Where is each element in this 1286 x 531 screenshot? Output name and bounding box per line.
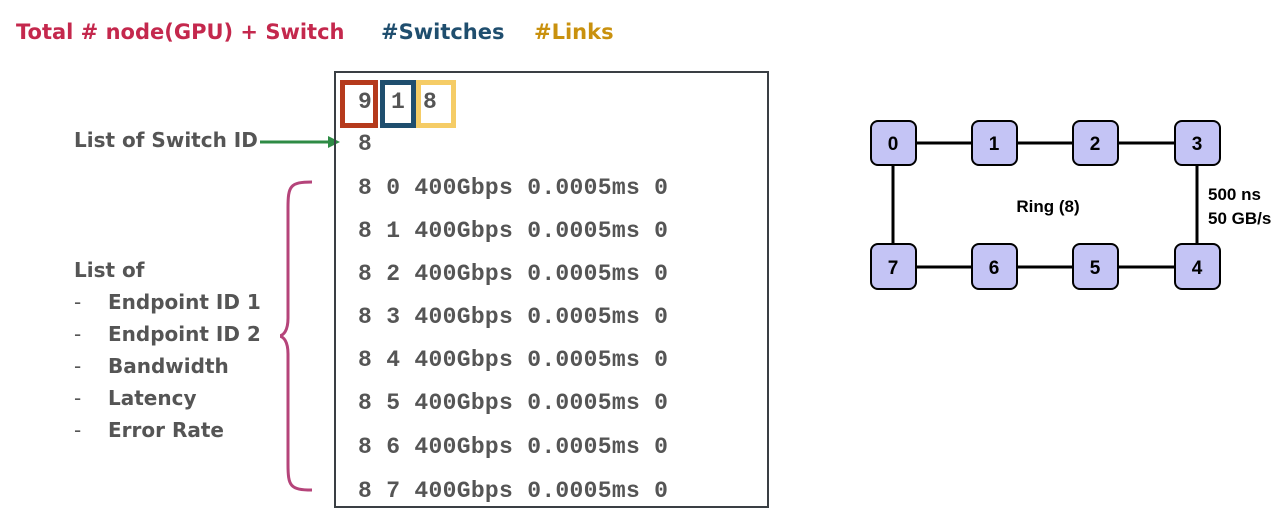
link-count-highlight — [416, 80, 456, 128]
link-line: 8 5 400Gbps 0.0005ms 0 — [358, 390, 669, 416]
node-count-value: 9 — [358, 89, 373, 115]
node-box — [971, 120, 1018, 166]
node-label: 6 — [989, 258, 1000, 279]
bottom-row-nodes: 7 6 5 4 — [870, 243, 1221, 290]
node-label: 4 — [1192, 258, 1203, 279]
switches-legend: #Switches — [381, 20, 505, 44]
ring-topology-diagram: 0 1 2 3 7 6 5 4 Ring (8) 500 ns 50 GB/s — [870, 120, 1271, 290]
node-box — [870, 243, 917, 290]
link-line: 8 6 400Gbps 0.0005ms 0 — [358, 434, 669, 460]
node-label: 7 — [888, 258, 899, 279]
link-count-value: 8 — [423, 89, 438, 115]
links-legend: #Links — [534, 20, 614, 44]
node-label: 1 — [989, 134, 1000, 155]
total-nodes-legend: Total # node(GPU) + Switch — [16, 20, 345, 44]
link-line: 8 4 400Gbps 0.0005ms 0 — [358, 347, 669, 373]
dash: - — [74, 386, 82, 410]
field-bandwidth: Bandwidth — [108, 354, 229, 378]
node-box — [1174, 243, 1221, 290]
list-of-label: List of — [74, 258, 145, 282]
field-error-rate: Error Rate — [108, 418, 224, 442]
link-line: 8 1 400Gbps 0.0005ms 0 — [358, 218, 669, 244]
link-line: 8 2 400Gbps 0.0005ms 0 — [358, 261, 669, 287]
node-count-highlight — [340, 80, 378, 128]
top-row-nodes: 0 1 2 3 — [870, 120, 1221, 166]
dash: - — [74, 322, 82, 346]
dash: - — [74, 418, 82, 442]
switch-id-line: 8 — [358, 131, 373, 157]
node-label: 0 — [888, 134, 899, 155]
switch-id-arrow — [260, 136, 340, 148]
node-box — [971, 243, 1018, 290]
bandwidth-label: 50 GB/s — [1208, 209, 1271, 228]
switch-id-label: List of Switch ID — [74, 128, 258, 152]
field-latency: Latency — [108, 386, 197, 410]
switch-count-highlight — [380, 80, 416, 128]
topology-file: 9 1 8 8 8 0 400Gbps 0.0005ms 0 8 1 400Gb… — [334, 71, 769, 508]
curly-brace — [280, 180, 313, 492]
latency-label: 500 ns — [1208, 185, 1261, 204]
node-box — [1174, 120, 1221, 166]
dash: - — [74, 290, 82, 314]
switch-count-value: 1 — [391, 89, 406, 115]
field-endpoint-id-1: Endpoint ID 1 — [108, 290, 261, 314]
field-endpoint-id-2: Endpoint ID 2 — [108, 322, 261, 346]
node-label: 2 — [1090, 134, 1101, 155]
node-box — [1072, 243, 1119, 290]
node-box — [1072, 120, 1119, 166]
ring-label: Ring (8) — [1016, 197, 1079, 216]
link-line: 8 3 400Gbps 0.0005ms 0 — [358, 304, 669, 330]
node-label: 5 — [1090, 258, 1101, 279]
node-box — [870, 120, 917, 166]
link-line: 8 0 400Gbps 0.0005ms 0 — [358, 175, 669, 201]
ring-edges — [891, 141, 1199, 269]
dash: - — [74, 354, 82, 378]
link-line: 8 7 400Gbps 0.0005ms 0 — [358, 478, 669, 504]
node-label: 3 — [1192, 134, 1203, 155]
